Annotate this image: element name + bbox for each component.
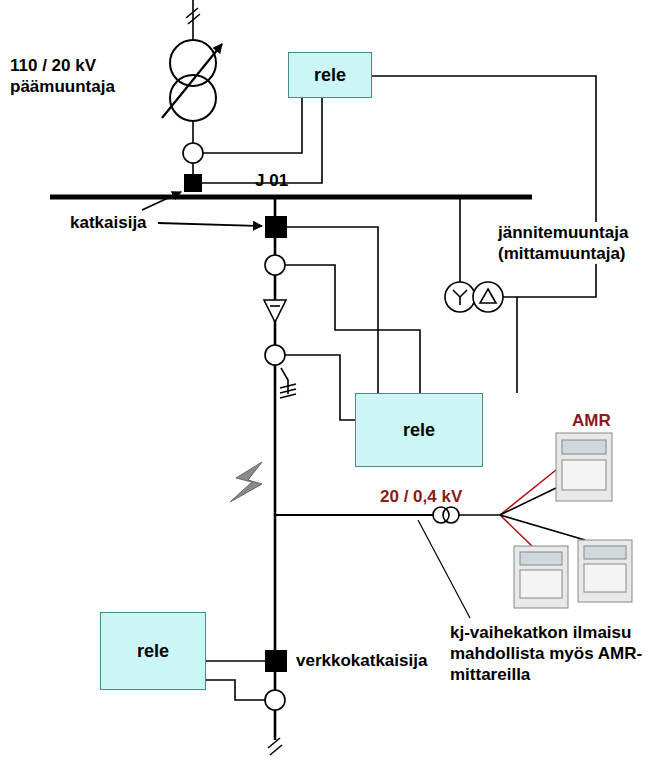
relay-text: rele (137, 641, 169, 662)
voltage-transformer-label: jännitemuuntaja (mittamuuntaja) (498, 222, 648, 264)
relay-text: rele (314, 65, 346, 86)
amr-label: AMR (572, 410, 611, 431)
network-breaker-label: verkkokatkaisija (296, 650, 427, 671)
relay-box: rele (288, 52, 372, 98)
busbar-name: J 01 (255, 170, 288, 191)
relay-text: rele (403, 420, 435, 441)
relay-box: rele (355, 393, 483, 467)
note-text: kj-vaihekatkon ilmaisu mahdollista myös … (450, 622, 664, 685)
breaker-label: katkaisija (70, 212, 147, 233)
relay-box: rele (100, 612, 206, 690)
distribution-transformer-label: 20 / 0,4 kV (380, 486, 462, 507)
transformer-label: 110 / 20 kV päämuuntaja (10, 55, 128, 97)
